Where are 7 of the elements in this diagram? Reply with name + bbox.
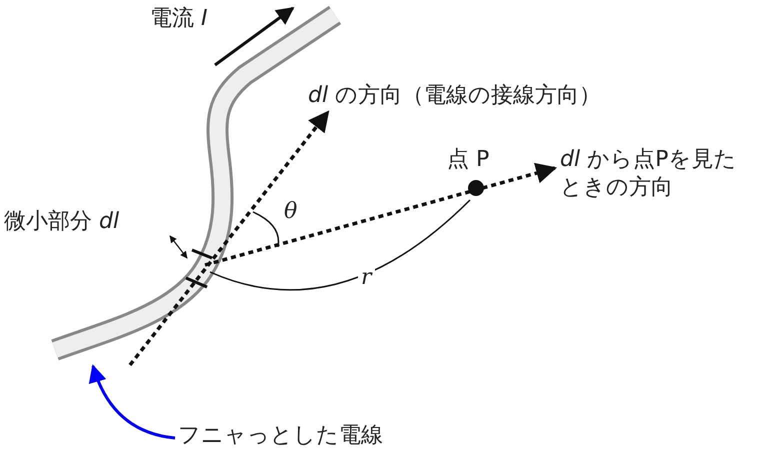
point-label: 点 P — [447, 146, 490, 174]
segment-label: 微小部分 dl — [4, 208, 120, 236]
tangent-direction-label: dl の方向（電線の接線方向） — [308, 82, 602, 110]
leader-arrow — [90, 364, 176, 440]
current-label: 電流 I — [150, 5, 208, 32]
direction-to-point-label: dl から点Pを見たときの方向 — [560, 146, 738, 201]
wire-caption: フニャっとした電線 — [178, 422, 383, 450]
